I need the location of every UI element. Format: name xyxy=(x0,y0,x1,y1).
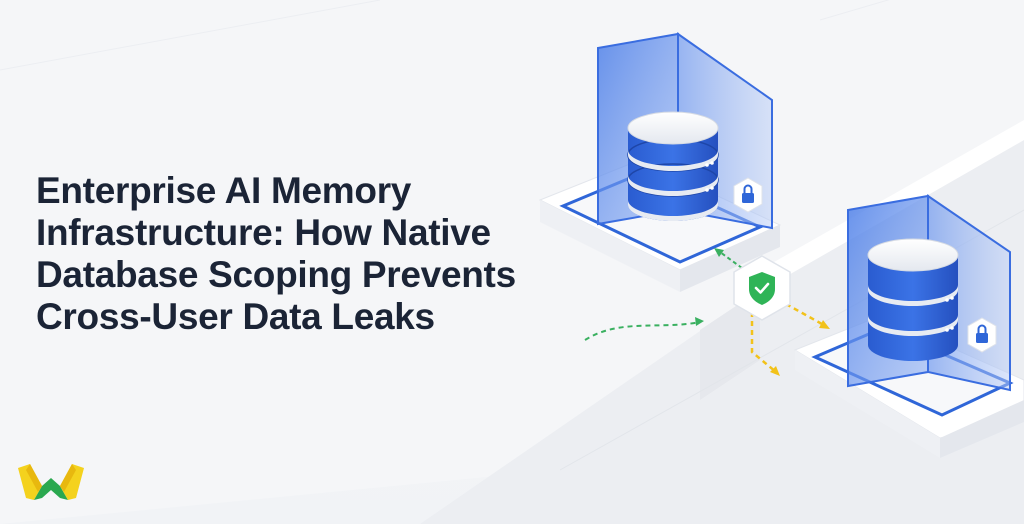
headline-line: Enterprise AI Memory xyxy=(36,170,412,211)
database-icon xyxy=(627,111,719,221)
data-flow-arrows xyxy=(584,248,830,376)
right-server xyxy=(793,194,1024,458)
lock-icon xyxy=(733,177,763,213)
lock-icon xyxy=(967,317,997,353)
database-icon xyxy=(867,238,959,361)
yellow-dashed-arrow xyxy=(750,312,777,373)
w-logo-icon xyxy=(18,464,84,500)
headline: Enterprise AI Memory Infrastructure: How… xyxy=(36,170,596,338)
headline-line: Cross-User Data Leaks xyxy=(36,296,435,337)
shield-check-icon xyxy=(733,255,791,321)
headline-line: Database Scoping Prevents xyxy=(36,254,516,295)
headline-line: Infrastructure: How Native xyxy=(36,212,491,253)
green-dashed-arrow xyxy=(584,321,701,341)
